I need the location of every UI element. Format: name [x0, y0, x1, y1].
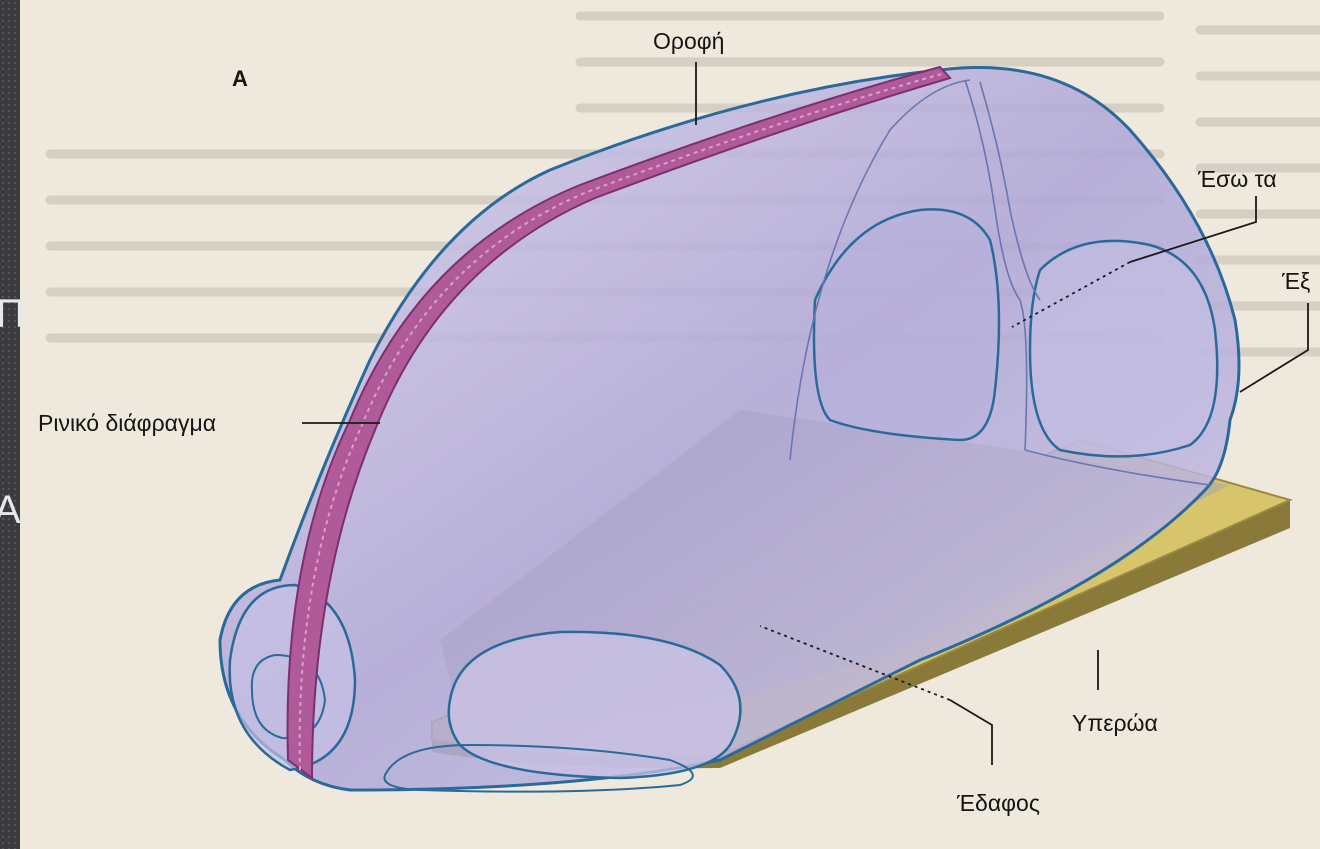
slide-body-fragment: Α — [0, 488, 21, 533]
floor-anterior-ellipse — [449, 632, 741, 778]
label-roof: Οροφή — [653, 28, 724, 55]
label-floor: Έδαφος — [957, 790, 1040, 817]
label-lateral-wall: Έξ — [1282, 268, 1310, 295]
label-medial-wall: Έσω τα — [1198, 166, 1277, 193]
slide-title-fragment: Π — [0, 292, 25, 337]
lateral-wall-window — [1030, 241, 1217, 457]
label-palate: Υπερώα — [1072, 710, 1158, 737]
textbook-page: A Οροφή Ρινικό διάφραγμα Έσω τα Έξ Υπερώ… — [20, 0, 1320, 849]
label-nasal-septum: Ρινικό διάφραγμα — [38, 410, 216, 437]
panel-letter: A — [232, 66, 248, 92]
